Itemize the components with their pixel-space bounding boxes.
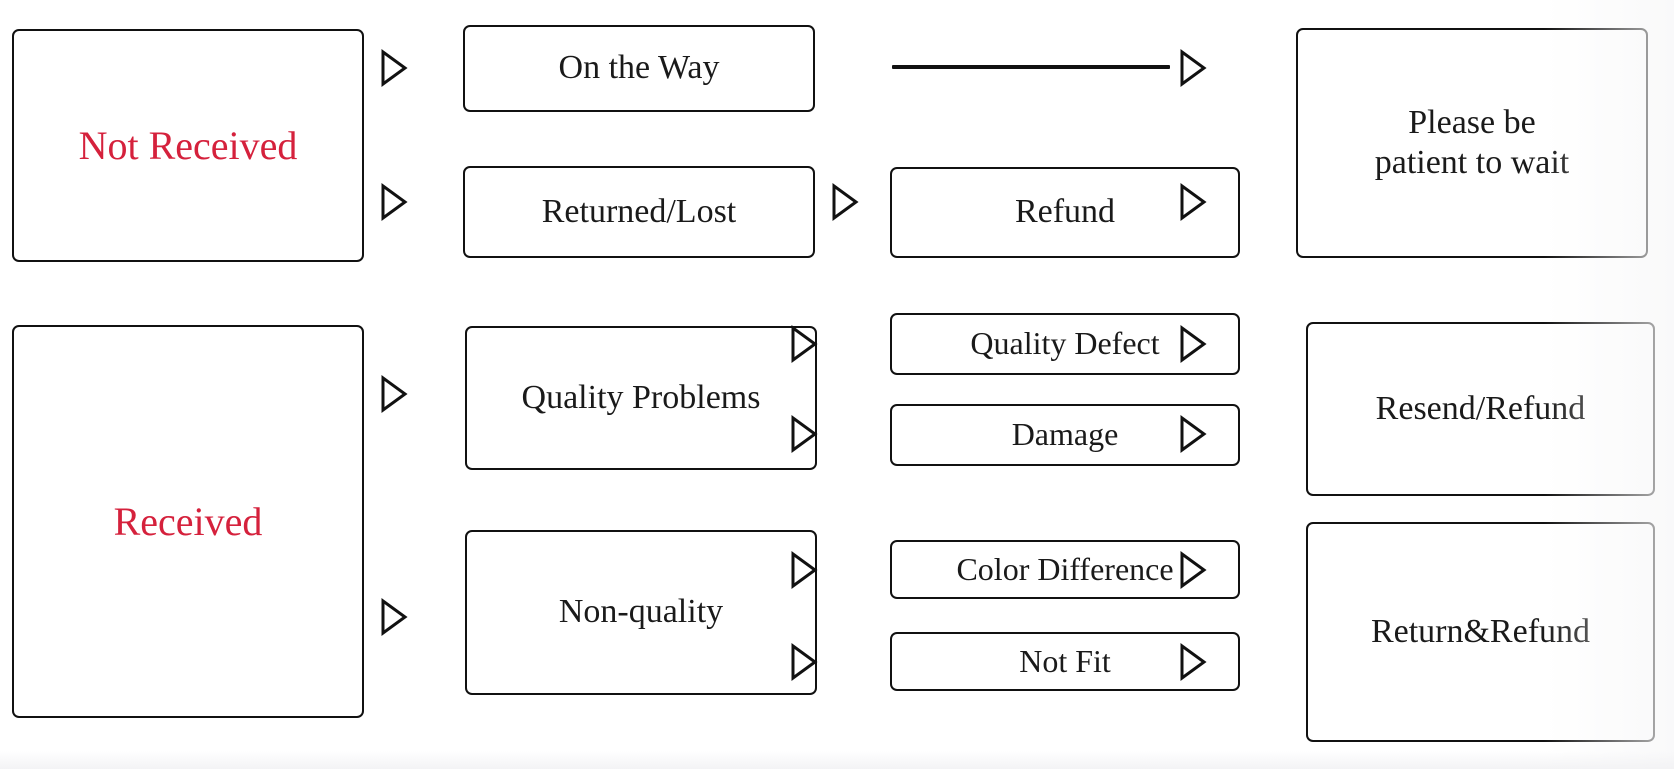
node-non-quality[interactable]: Non-quality [465,530,817,695]
node-return-refund[interactable]: Return&Refund [1306,522,1655,742]
node-resend-refund[interactable]: Resend/Refund [1306,322,1655,496]
node-on-the-way[interactable]: On the Way [463,25,815,112]
node-damage[interactable]: Damage [890,404,1240,466]
node-not-fit[interactable]: Not Fit [890,632,1240,691]
page-edge-shading-bottom [0,751,1674,769]
node-color-difference[interactable]: Color Difference [890,540,1240,599]
please-line-1: Please be [1408,103,1536,141]
horizontal-line-connector [892,65,1170,69]
node-please-be-patient-to-wait[interactable]: Please be patient to wait [1296,28,1648,258]
node-not-received[interactable]: Not Received [12,29,364,262]
node-returned-lost[interactable]: Returned/Lost [463,166,815,258]
node-received[interactable]: Received [12,325,364,718]
please-line-2: patient to wait [1374,144,1570,181]
node-refund[interactable]: Refund [890,167,1240,258]
node-quality-defect[interactable]: Quality Defect [890,313,1240,375]
node-quality-problems[interactable]: Quality Problems [465,326,817,470]
